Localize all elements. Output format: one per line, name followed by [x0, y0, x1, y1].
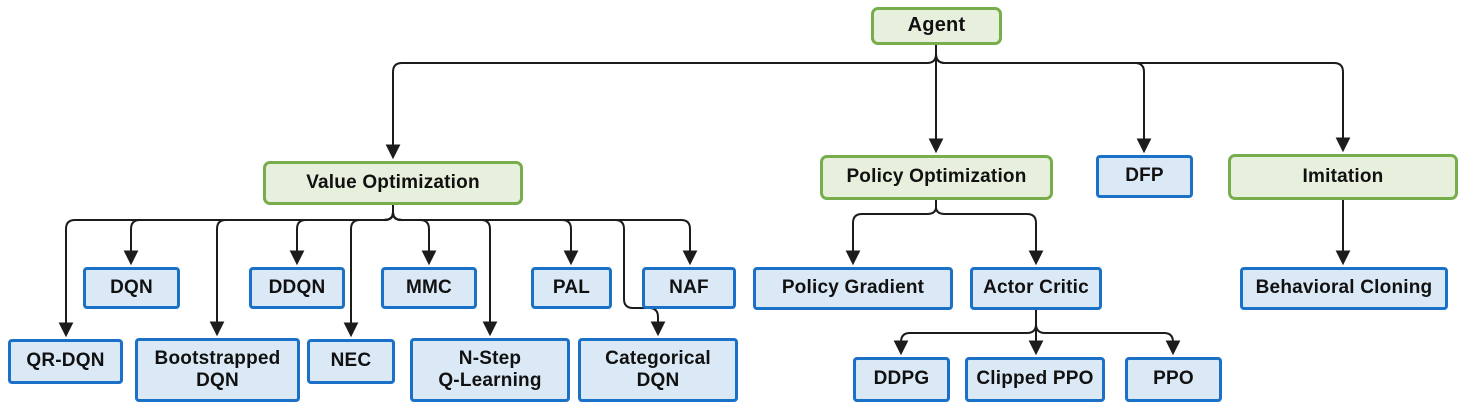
node-nec: NEC [307, 339, 395, 384]
node-imitation: Imitation [1228, 154, 1458, 200]
node-pal: PAL [531, 267, 612, 309]
node-label: DQN [110, 276, 153, 298]
node-label: NAF [669, 276, 709, 298]
edge-value_optimization-pal [392, 205, 579, 266]
node-ppo: PPO [1125, 357, 1222, 402]
edge-policy_optimization-policy_gradient [845, 200, 937, 266]
node-behavioral_cloning: Behavioral Cloning [1240, 267, 1448, 310]
node-bootstrapped_dqn: Bootstrapped DQN [135, 338, 300, 402]
node-label: N-Step Q-Learning [438, 347, 542, 391]
node-qr_dqn: QR-DQN [8, 339, 123, 384]
node-actor_critic: Actor Critic [970, 267, 1102, 310]
edge-value_optimization-ddqn [289, 205, 394, 266]
edge-value_optimization-mmc [392, 205, 437, 266]
edge-agent-dfp [935, 45, 1152, 154]
node-label: Policy Optimization [846, 166, 1027, 188]
node-label: DDQN [268, 276, 326, 298]
node-label: Policy Gradient [781, 277, 925, 299]
node-dfp: DFP [1096, 155, 1193, 198]
node-label: NEC [330, 350, 372, 372]
edge-actor_critic-ppo [1035, 310, 1181, 356]
node-ddqn: DDQN [249, 267, 345, 309]
node-ddpg: DDPG [853, 357, 950, 402]
node-nstep_qlearning: N-Step Q-Learning [410, 338, 570, 402]
node-label: Actor Critic [983, 277, 1089, 299]
node-label: DDPG [873, 368, 930, 390]
node-label: DFP [1125, 165, 1164, 187]
node-clipped_ppo: Clipped PPO [965, 357, 1105, 402]
node-label: QR-DQN [26, 350, 105, 372]
node-label: Value Optimization [306, 171, 480, 193]
node-policy_gradient: Policy Gradient [753, 267, 953, 310]
node-label: Categorical DQN [605, 347, 711, 391]
edge-agent-value_optimization [385, 45, 937, 160]
edge-value_optimization-dqn [123, 205, 394, 266]
node-policy_optimization: Policy Optimization [820, 155, 1053, 200]
edge-value_optimization-naf [392, 205, 698, 266]
node-agent: Agent [871, 7, 1002, 45]
edge-agent-imitation [935, 45, 1351, 153]
node-label: PPO [1153, 368, 1194, 390]
node-label: Clipped PPO [976, 368, 1094, 390]
node-naf: NAF [642, 267, 736, 309]
node-mmc: MMC [381, 267, 477, 309]
node-label: MMC [406, 276, 452, 298]
edge-actor_critic-ddpg [893, 310, 1037, 356]
node-value_optimization: Value Optimization [263, 161, 523, 205]
node-categorical_dqn: Categorical DQN [578, 338, 738, 402]
node-dqn: DQN [83, 267, 180, 309]
edge-policy_optimization-actor_critic [935, 200, 1044, 266]
node-label: Behavioral Cloning [1255, 277, 1433, 299]
node-label: PAL [552, 276, 591, 298]
node-label: Agent [907, 14, 966, 37]
node-label: Bootstrapped DQN [154, 347, 281, 391]
node-label: Imitation [1302, 165, 1384, 187]
